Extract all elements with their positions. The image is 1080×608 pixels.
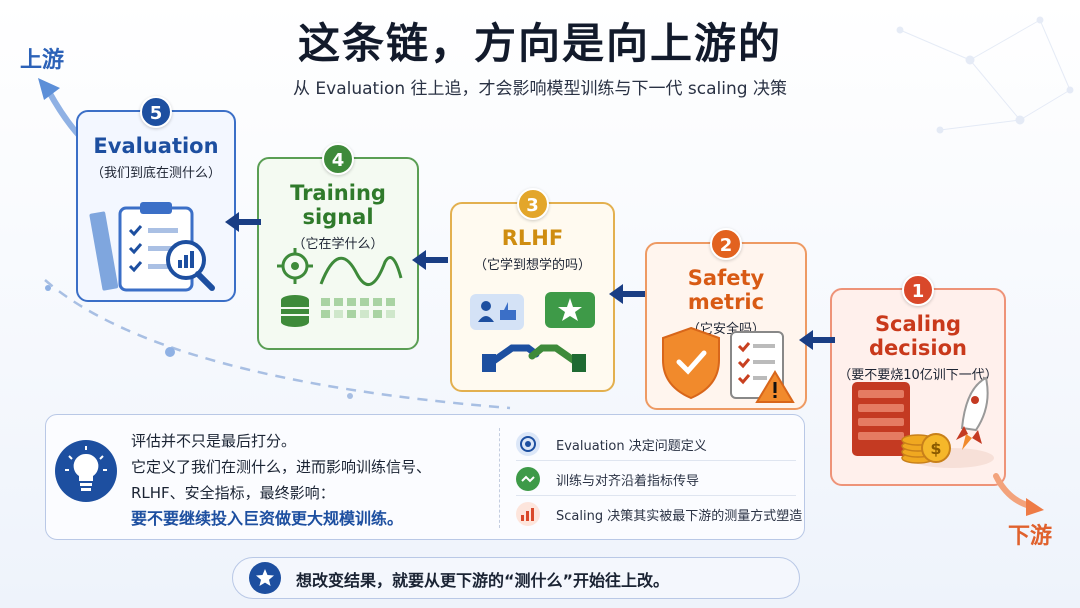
info-line-1: 评估并不只是最后打分。 [131, 432, 297, 450]
tip-banner [232, 557, 800, 599]
chain-arrow-icon [225, 212, 261, 232]
card-rlhf: 3 RLHF （它学到想学的吗） [450, 188, 615, 392]
star-icon [249, 562, 281, 594]
step-badge-4: 4 [322, 143, 354, 175]
card-title: Scaling decision [869, 312, 967, 360]
clipboard-magnifier-icon [89, 202, 215, 292]
step-badge-3: 3 [516, 188, 549, 220]
downstream-arrow-icon [993, 473, 1044, 516]
chain-arrow-icon [609, 284, 645, 304]
list-item: 训练与对齐沿着指标传导 [516, 465, 699, 493]
card-subtitle: （它学到想学的吗） [473, 258, 591, 273]
page-title: 这条链，方向是向上游的 [297, 19, 782, 68]
card-subtitle: （要不要烧10亿训下一代） [838, 368, 998, 383]
step-badge-5: 5 [140, 96, 172, 128]
lightbulb-icon [55, 440, 117, 502]
divider [499, 428, 500, 528]
card-training-signal: 4 Training signal （它在学什么） [257, 143, 419, 350]
handshake-feedback-icon [470, 292, 595, 372]
card-title: Safety metric [687, 266, 765, 314]
card-subtitle: （它在学什么） [292, 237, 384, 252]
list-item: Scaling 决策其实被最下游的测量方式塑造 [516, 500, 802, 528]
card-title: Training signal [290, 181, 386, 229]
card-safety-metric: 2 Safety metric （它安全吗） [645, 228, 807, 410]
list-item: Evaluation 决定问题定义 [516, 430, 707, 458]
card-title: RLHF [501, 226, 564, 250]
network-decoration [896, 16, 1074, 134]
card-scaling-decision: 1 Scaling decision （要不要烧10亿训下一代） $ [830, 274, 1006, 486]
upstream-label: 上游 [20, 48, 65, 73]
svg-text:$: $ [930, 439, 941, 458]
server-rocket-icon: $ [852, 376, 994, 468]
card-title: Evaluation [93, 134, 219, 158]
card-subtitle: （我们到底在测什么） [90, 166, 221, 181]
step-badge-1: 1 [902, 274, 934, 306]
page-subtitle: 从 Evaluation 往上追，才会影响模型训练与下一代 scaling 决策 [293, 79, 787, 99]
chain-arrow-icon [799, 330, 835, 350]
info-line-3: RLHF、安全指标，最终影响： [131, 484, 335, 502]
info-highlight: 要不要继续投入巨资做更大规模训练。 [131, 509, 404, 528]
info-panel [45, 414, 805, 540]
divider [516, 495, 796, 496]
shield-checklist-icon [662, 326, 795, 403]
divider [516, 460, 796, 461]
bar-chart-icon [516, 502, 540, 526]
arrow-flow-icon [516, 467, 540, 491]
target-chart-icon [277, 248, 403, 327]
chain-arrow-icon [412, 250, 448, 270]
step-badge-2: 2 [710, 228, 742, 260]
info-text: 评估并不只是最后打分。 它定义了我们在测什么，进而影响训练信号、 RLHF、安全… [131, 428, 431, 532]
tip-text: 想改变结果，就要从更下游的“测什么”开始往上改。 [296, 571, 670, 590]
downstream-label: 下游 [1008, 524, 1053, 549]
flow-dashed-path [44, 279, 511, 410]
info-line-2: 它定义了我们在测什么，进而影响训练信号、 [131, 458, 432, 476]
card-evaluation: 5 Evaluation （我们到底在测什么） [76, 96, 236, 302]
target-icon [516, 432, 540, 456]
